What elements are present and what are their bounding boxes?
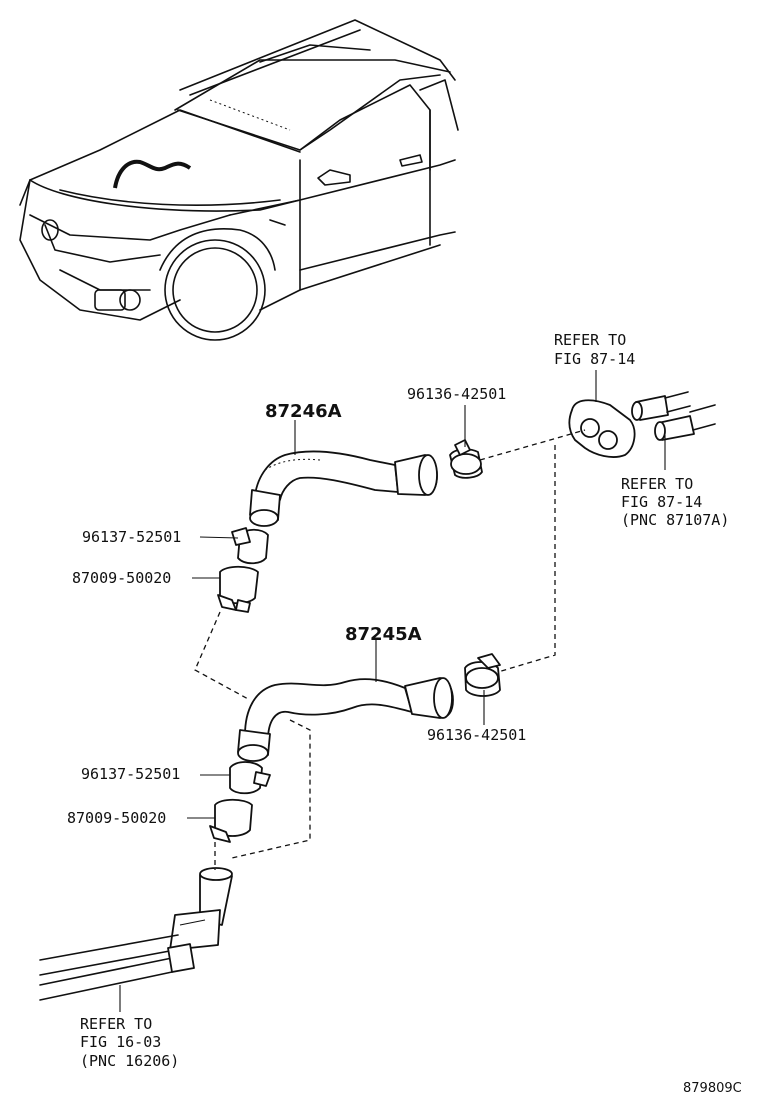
diagram-code: 879809C (683, 1081, 742, 1096)
clamp-upper (449, 439, 483, 479)
label-clamp-lower: 96136-42501 (427, 726, 526, 744)
clamp-lower (464, 653, 501, 697)
refer-top-line2: FIG 87-14 (554, 350, 635, 368)
label-holder-lower: 87009-50020 (67, 809, 166, 827)
hose-upper (249, 450, 438, 527)
refer-right-line2: FIG 87-14 (621, 493, 702, 511)
refer-right-line3: (PNC 87107A) (621, 511, 729, 529)
refer-right-line1: REFER TO (621, 475, 693, 493)
grommet (568, 399, 636, 458)
holder-upper (217, 565, 259, 613)
label-holder-upper: 87009-50020 (72, 569, 171, 587)
band-lower (229, 761, 271, 795)
connection-lines (194, 429, 586, 870)
car-illustration (19, 19, 459, 341)
leader-lines (119, 370, 666, 1012)
refer-bottom-line3: (PNC 16206) (80, 1052, 179, 1070)
label-band-lower: 96137-52501 (81, 765, 180, 783)
band-upper (231, 527, 269, 565)
pipe-assembly (39, 867, 233, 1001)
holder-lower (209, 798, 253, 843)
label-clamp-upper: 96136-42501 (407, 385, 506, 403)
refer-bottom-line1: REFER TO (80, 1015, 152, 1033)
refer-top-line1: REFER TO (554, 331, 626, 349)
heater-pipes (631, 391, 716, 441)
refer-bottom-line2: FIG 16-03 (80, 1033, 161, 1051)
label-band-upper: 96137-52501 (82, 528, 181, 546)
part-number-87245A: 87245A (345, 624, 422, 645)
hose-lower (237, 677, 454, 762)
part-number-87246A: 87246A (265, 401, 342, 422)
